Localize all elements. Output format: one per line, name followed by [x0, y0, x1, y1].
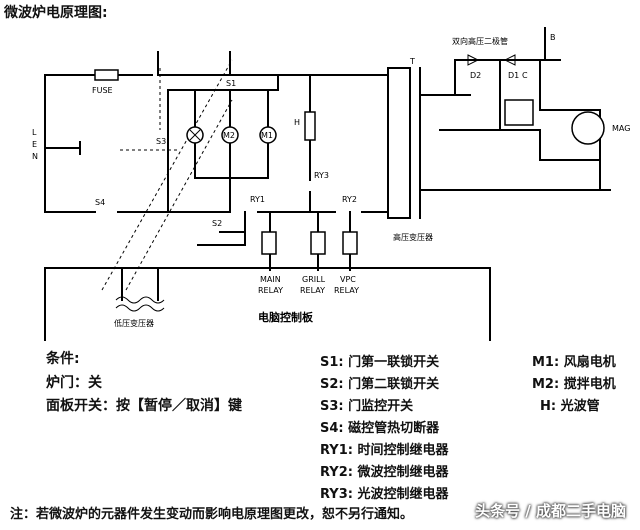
conditions-panel: 面板开关：按【暂停／取消】键 [46, 398, 242, 414]
legend-symbol: H: [540, 399, 557, 414]
legend-symbol: S2: [320, 377, 344, 392]
grill-relay-label-1: GRILL [302, 275, 326, 284]
label-E: E [32, 140, 37, 149]
label-S4: S4 [95, 198, 105, 207]
label-MAG: MAG [612, 124, 630, 133]
legend-symbol: S1: [320, 355, 344, 370]
legend-symbol: RY2: [320, 465, 353, 480]
diagram-title: 微波炉电原理图: [4, 5, 108, 21]
label-S3: S3 [156, 137, 166, 146]
label-D2: D2 [470, 71, 481, 80]
hv-transformer-label: 高压变压器 [393, 232, 433, 242]
conditions-door: 炉门：关 [46, 375, 102, 391]
diode-title: 双向高压二极管 [452, 36, 508, 46]
label-RY3: RY3 [314, 171, 329, 180]
legend-symbol: RY3: [320, 487, 353, 502]
label-M1: M1 [261, 131, 273, 140]
main-relay-label-1: MAIN [260, 275, 281, 284]
legend-description: 门第一联锁开关 [348, 355, 440, 370]
label-H: H [294, 118, 300, 127]
vpc-relay-label-1: VPC [340, 275, 356, 284]
footnote: 注：若微波炉的元器件发生变动而影响电原理图更改，恕不另行通知。 [10, 507, 414, 522]
label-S1: S1 [226, 79, 236, 88]
vpc-relay-label-2: RELAY [334, 286, 359, 295]
label-B: B [550, 33, 556, 42]
legend-description: 光波控制继电器 [357, 487, 449, 502]
label-S2: S2 [212, 219, 222, 228]
label-L: L [32, 128, 37, 137]
legend-description: 磁控管热切断器 [348, 421, 440, 436]
conditions-heading: 条件: [46, 351, 80, 367]
label-C: C [522, 71, 528, 80]
legend-description: 光波管 [560, 399, 600, 414]
label-T: T [409, 57, 415, 66]
watermark: 头条号 / 成都二手电脑 [475, 502, 626, 520]
grill-relay-label-2: RELAY [300, 286, 325, 295]
legend-description: 微波控制继电器 [357, 465, 449, 480]
label-D1: D1 [508, 71, 519, 80]
legend-description: 风扇电机 [563, 355, 616, 370]
label-RY2: RY2 [342, 195, 357, 204]
legend-description: 时间控制继电器 [357, 443, 449, 458]
fuse-label: FUSE [92, 86, 113, 95]
legend-symbol: M2: [532, 377, 560, 392]
legend-symbol: S3: [320, 399, 344, 414]
control-board-label: 电脑控制板 [258, 310, 314, 324]
label-M2: M2 [223, 131, 235, 140]
legend-description: 门监控开关 [348, 399, 414, 414]
legend-symbol: M1: [532, 355, 560, 370]
legend-description: 搅拌电机 [563, 377, 616, 392]
legend-symbol: RY1: [320, 443, 353, 458]
label-RY1: RY1 [250, 195, 265, 204]
lv-transformer-label: 低压变压器 [114, 318, 154, 328]
legend-symbol: S4: [320, 421, 344, 436]
legend-description: 门第二联锁开关 [348, 377, 440, 392]
label-N: N [32, 152, 38, 161]
main-relay-label-2: RELAY [258, 286, 283, 295]
